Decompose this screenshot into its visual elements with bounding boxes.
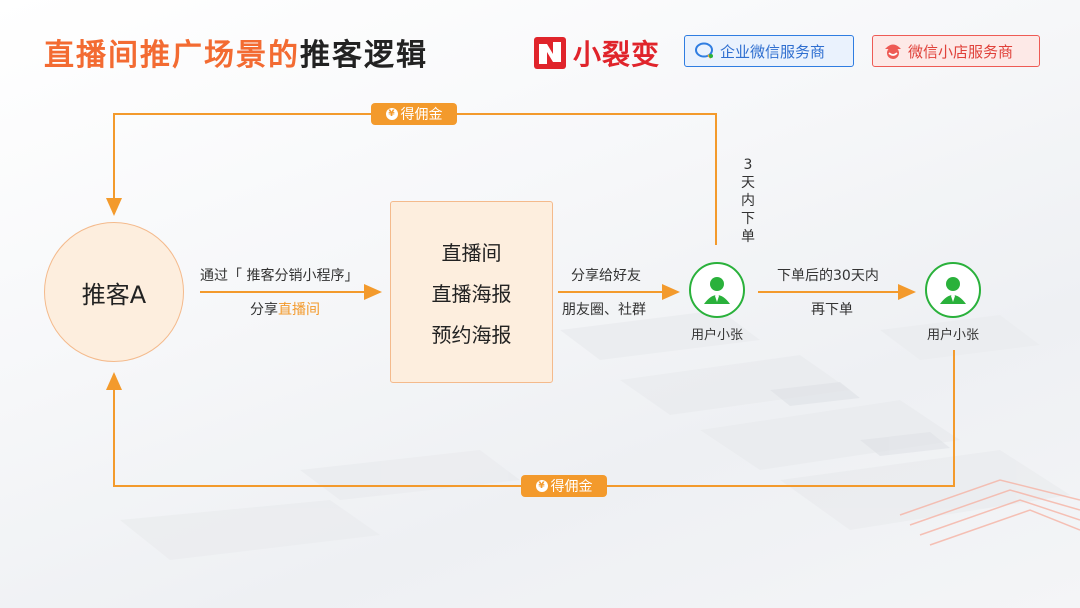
brand-logo-group: 小裂变 (533, 33, 660, 73)
content-box-line-1: 直播间 (441, 240, 502, 265)
yen-icon: ¥ (385, 108, 398, 120)
user-1-label: 用户小张 (690, 328, 743, 343)
vertical-note: 3天内下单 (741, 157, 755, 245)
user-icon (925, 262, 981, 318)
enterprise-wechat-label: 企业微信服务商 (720, 42, 826, 61)
edge2-line1: 分享给好友 (571, 268, 641, 284)
wechat-shop-label: 微信小店服务商 (908, 42, 1014, 61)
node-promoter-a: 推客A (44, 222, 184, 362)
edge3-line2: 再下单 (811, 302, 853, 318)
commission-pill-top: ¥ 得佣金 (371, 103, 457, 125)
commission-pill-bottom: ¥ 得佣金 (521, 475, 607, 497)
content-box-line-2: 直播海报 (431, 281, 512, 306)
node-promoter-a-label: 推客A (81, 280, 147, 309)
edge1-line1: 通过「 推客分销小程序」 (200, 268, 359, 284)
yen-icon: ¥ (535, 480, 548, 492)
edge2-line2: 朋友圈、社群 (562, 302, 646, 318)
title-part-1: 直播间推广场景的 (44, 38, 300, 73)
chat-bubble-icon (695, 42, 713, 59)
edge1-line2: 分享直播间 (250, 299, 320, 319)
content-box-line-3: 预约海报 (431, 322, 512, 347)
brand-name: 小裂变 (573, 38, 661, 71)
node-user-2: 用户小张 (913, 262, 993, 343)
commission-top-label: 得佣金 (400, 107, 443, 123)
edge1-prefix: 分享 (250, 302, 278, 318)
wechat-shop-badge: 微信小店服务商 (872, 35, 1040, 67)
edge1-highlight: 直播间 (278, 302, 320, 318)
user-icon (689, 262, 745, 318)
title-part-2: 推客逻辑 (300, 38, 428, 73)
page-title: 直播间推广场景的推客逻辑 (44, 30, 428, 74)
node-user-1: 用户小张 (677, 262, 757, 343)
shop-icon (885, 44, 901, 59)
brand-logo-icon (534, 37, 566, 69)
enterprise-wechat-badge: 企业微信服务商 (684, 35, 854, 67)
commission-bottom-label: 得佣金 (550, 479, 593, 495)
edge3-line1: 下单后的30天内 (777, 268, 879, 284)
user-2-label: 用户小张 (926, 328, 979, 343)
content-box: 直播间 直播海报 预约海报 (390, 201, 553, 383)
